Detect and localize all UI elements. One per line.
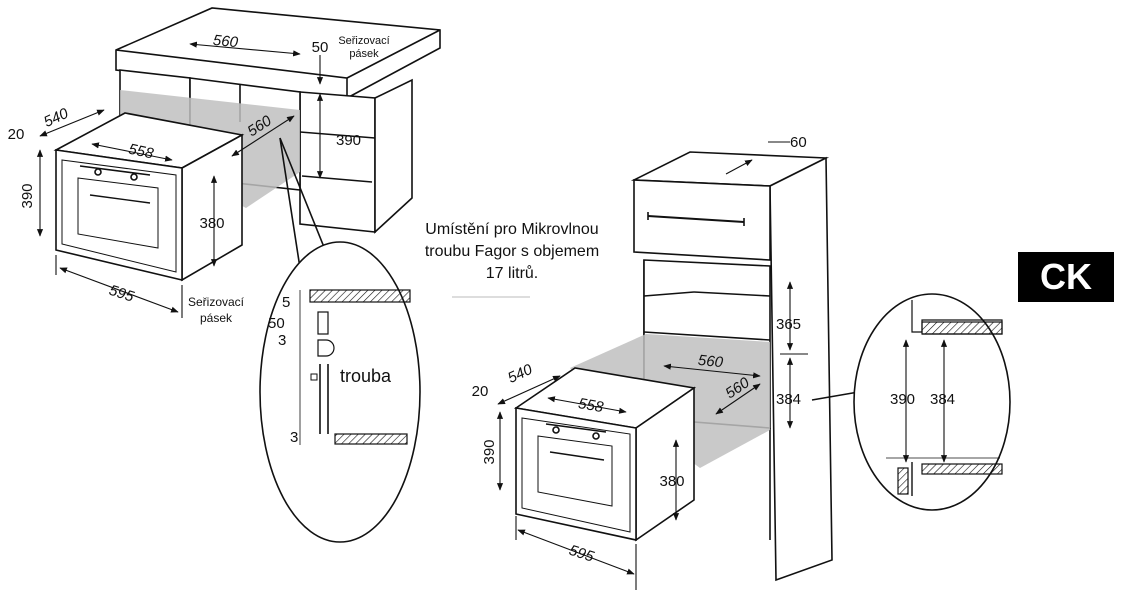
language-badge: CK [1018,252,1114,302]
detail-dim-390: 390 [890,391,915,408]
strip2-label-2: pásek [200,311,233,325]
detail-dim-50: 50 [268,315,285,332]
detail-dim-3-bottom: 3 [290,429,298,446]
caption-line-2: troubu Fagor s objemem [425,243,599,260]
detail-label-trouba: trouba [340,366,392,386]
right-oven [513,367,697,542]
dim-cabinet-width: 560 [212,32,239,52]
dim-r-oven-height: 390 [481,439,498,464]
dim-oven-total-width: 595 [107,282,137,306]
dim-niche-height: 384 [776,391,801,408]
dim-oven-width: 558 [127,141,156,163]
dim-r-oven-depth: 540 [505,361,535,387]
dim-r-oven-width: 558 [577,395,605,416]
dim-oven-depth: 540 [41,105,71,131]
caption-line-3: 17 litrů. [486,264,538,282]
dim-opening-height: 390 [336,132,361,149]
detail-dim-3-top: 3 [278,332,286,349]
strip-label-1: Seřizovací [338,35,389,47]
dim-front-offset: 20 [8,126,25,143]
dim-r-front-offset: 20 [472,383,489,400]
dim-oven-inner-height: 380 [199,215,224,232]
left-dimensions [36,41,331,318]
dim-oven-height: 390 [19,183,36,208]
left-detail [259,241,421,543]
dim-r-oven-inner-height: 380 [659,473,684,490]
dim-top-depth: 60 [790,134,807,151]
strip-label-2: pásek [349,48,379,60]
detail-dim-384: 384 [930,391,955,408]
right-detail [853,293,1011,511]
caption-line-1: Umístění pro Mikrovlnou [425,221,598,238]
dim-niche-width: 560 [697,352,724,372]
detail-dim-5: 5 [282,294,290,311]
dim-niche-height-upper: 365 [776,316,801,333]
dim-gap-top: 50 [312,39,329,56]
dim-r-oven-total-width: 595 [567,542,597,566]
strip2-label-1: Seřizovací [188,295,245,309]
